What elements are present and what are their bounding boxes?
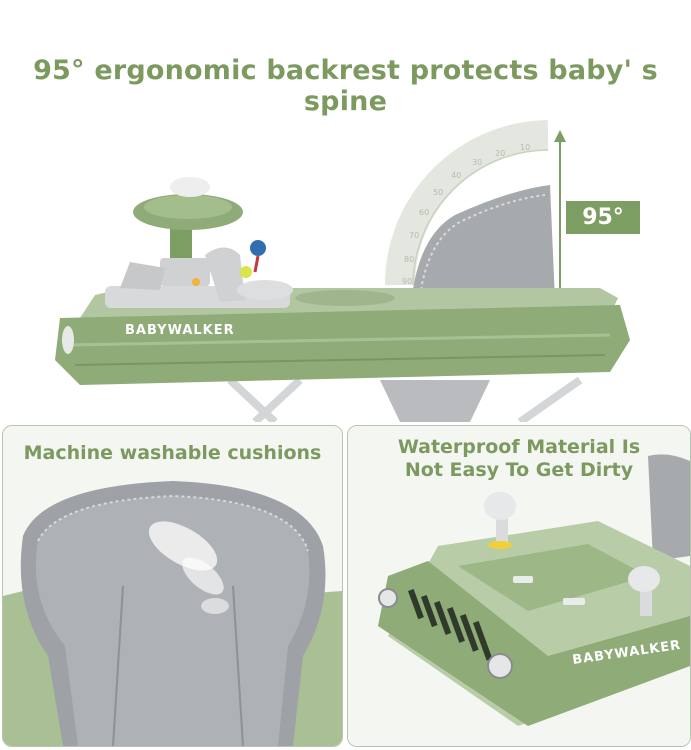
steering-wheel-toy: [120, 177, 243, 290]
walker-front: [378, 561, 690, 726]
tick-label: 60: [419, 208, 429, 217]
tray-toys: [205, 240, 293, 302]
hero-section: 95° ergonomic backrest protects baby' s …: [33, 55, 658, 422]
seat-fabric-under: [380, 380, 490, 422]
headlight-icon: [378, 588, 398, 608]
tick-label: 40: [451, 171, 461, 180]
panel-caption-line2: Not Easy To Get Dirty: [404, 459, 634, 481]
panel-caption-line1: Waterproof Material Is: [397, 436, 641, 458]
seat-backrest: [412, 185, 555, 300]
tick-label: 30: [472, 158, 482, 167]
tick-label: 50: [433, 188, 443, 197]
tick-label: 20: [495, 149, 505, 158]
tick-label: 90: [402, 277, 412, 286]
panel-caption: Machine washable cushions: [23, 442, 322, 464]
grille: [408, 588, 493, 661]
cushion-panel: Machine washable cushions: [2, 425, 343, 747]
tick-label: 10: [520, 143, 530, 152]
knob-toy: [484, 492, 516, 549]
baby-walker-image: 10 20 30 40 50 60 70 80 90 BABYWALKER: [55, 120, 630, 422]
angle-arrow-icon: [554, 130, 566, 300]
headlight-icon: [487, 653, 513, 679]
walker-frame: [227, 376, 583, 422]
walker-body: [55, 305, 630, 385]
angle-badge: 95°: [566, 201, 640, 234]
cushion-image: [3, 426, 342, 746]
water-spray: [148, 521, 229, 614]
tick-label: 70: [409, 231, 419, 240]
protractor-icon: 10 20 30 40 50 60 70 80 90: [385, 120, 549, 286]
headline: 95° ergonomic backrest protects baby' s …: [33, 55, 658, 117]
tick-label: 80: [404, 255, 414, 264]
knob-toy: [628, 566, 660, 616]
brand-label: BABYWALKER: [125, 323, 235, 338]
tray-image: BABYWALKER: [348, 426, 690, 746]
waterproof-panel: BABYWALKER Waterproof Material Is Not Ea…: [347, 425, 691, 747]
